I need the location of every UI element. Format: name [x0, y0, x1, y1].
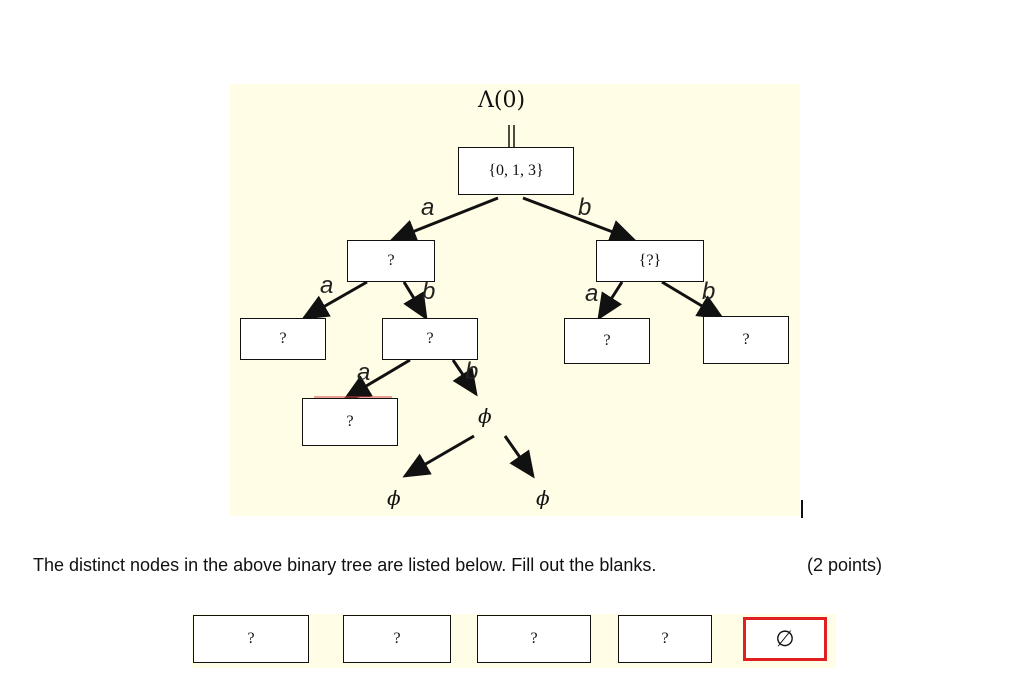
question-points: (2 points)	[807, 555, 883, 575]
node-bb: ?	[703, 316, 789, 364]
text-cursor	[801, 500, 803, 518]
edge-label-a: a	[320, 272, 334, 299]
answer-blank-1[interactable]: ?	[193, 615, 309, 663]
node-abb-phi: ϕ	[478, 404, 492, 428]
node-ab: ?	[382, 318, 478, 360]
edge-root-a	[389, 196, 499, 243]
edge-ab-aba	[343, 358, 411, 400]
root-label: Λ(0)	[478, 88, 526, 113]
answer-blank-4[interactable]: ?	[618, 615, 712, 663]
edge-label-b: b	[578, 194, 592, 221]
edge-b-ba	[597, 281, 624, 321]
edge-label-b: b	[422, 278, 436, 305]
node-root: {0, 1, 3}	[458, 147, 574, 195]
edge-ab-abb	[451, 359, 478, 397]
edge-label-b: b	[465, 358, 479, 385]
node-abba-phi: ϕ	[387, 486, 401, 510]
edge-label-b: b	[702, 278, 716, 305]
edge-a-ab	[402, 281, 428, 321]
node-aa: ?	[240, 318, 326, 360]
edge-a-aa	[301, 280, 368, 320]
node-aba: ?	[302, 398, 398, 446]
edge-abb-a	[402, 434, 475, 478]
answer-blank-2[interactable]: ?	[343, 615, 451, 663]
node-b: {?}	[596, 240, 704, 282]
edge-label-a: a	[357, 359, 371, 386]
node-abbb-phi: ϕ	[536, 486, 550, 510]
answer-blank-3[interactable]: ?	[477, 615, 591, 663]
node-ba: ?	[564, 318, 650, 364]
edge-label-a: a	[421, 194, 435, 221]
edge-b-bb	[661, 280, 725, 320]
question-text: The distinct nodes in the above binary t…	[33, 555, 657, 575]
edge-abb-b	[503, 435, 535, 479]
answer-empty-set: ∅	[743, 617, 827, 661]
edge-label-a: a	[585, 280, 599, 307]
edge-root-b	[522, 196, 637, 243]
node-a: ?	[347, 240, 435, 282]
